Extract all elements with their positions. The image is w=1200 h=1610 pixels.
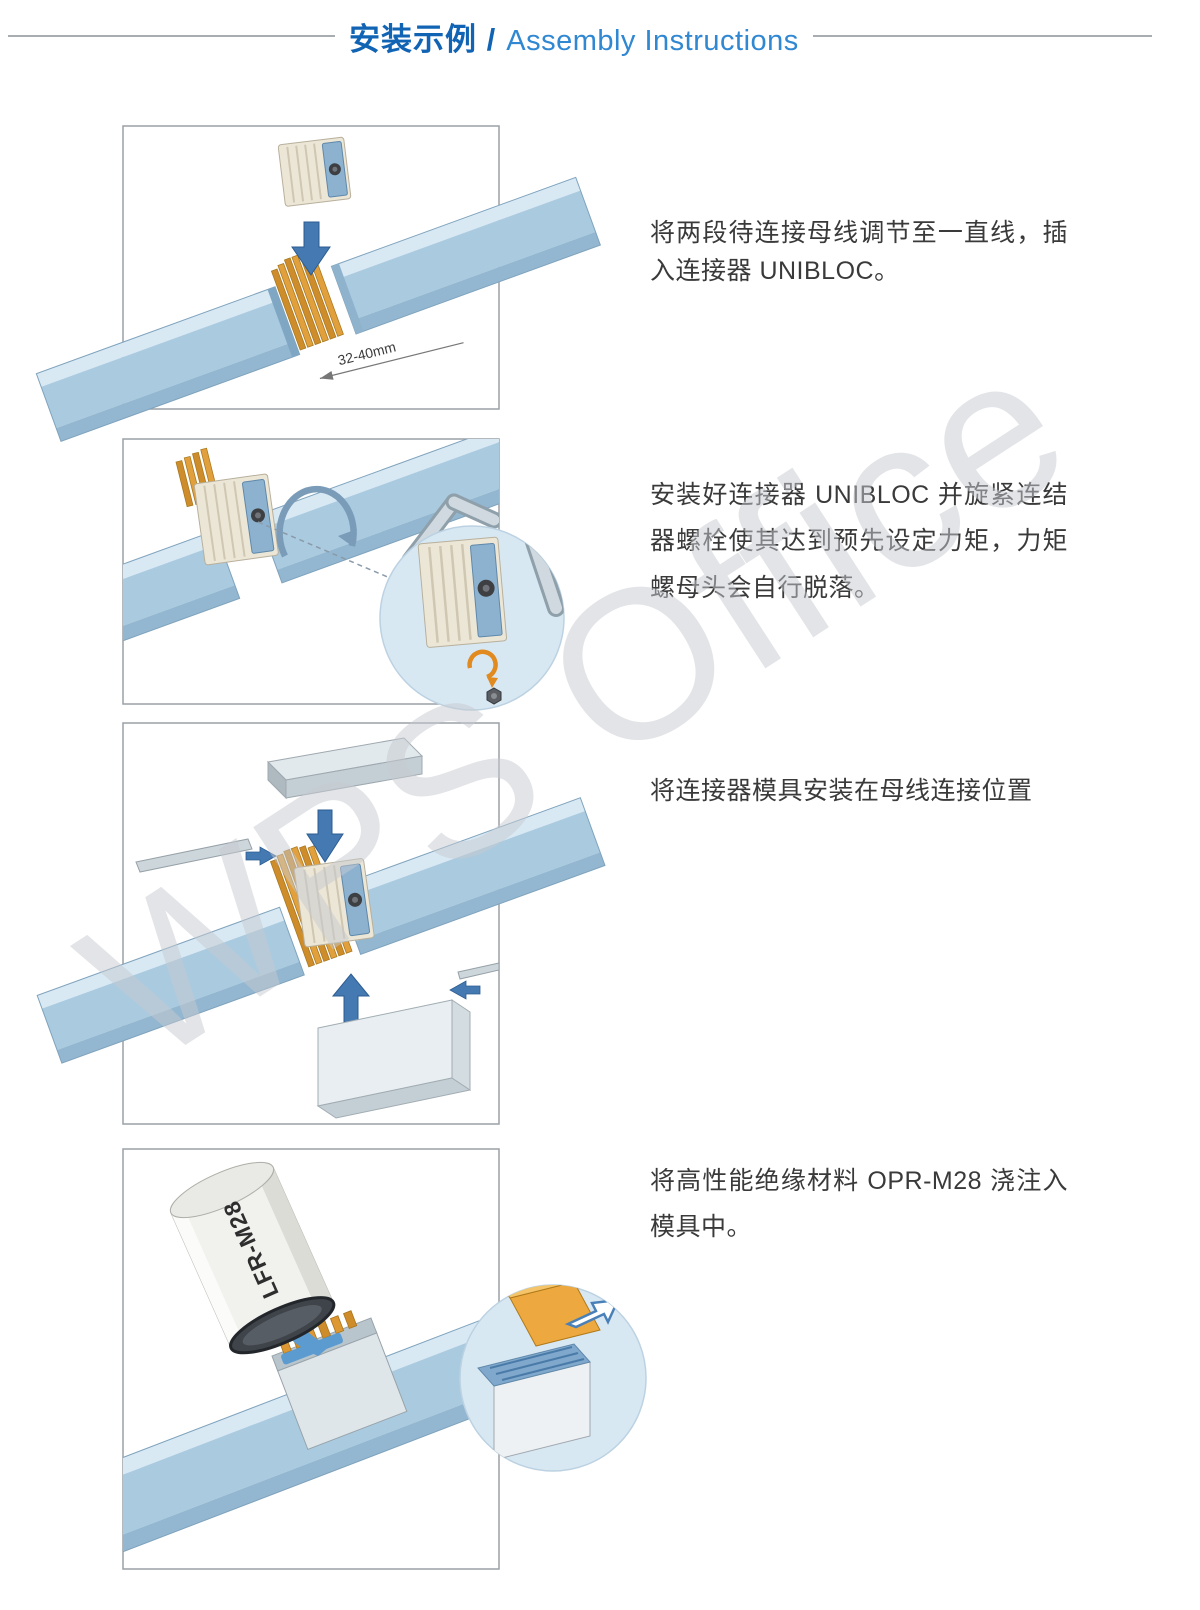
unibloc-connector (277, 136, 352, 207)
mould-channel-top (266, 737, 424, 800)
mould-angle-bottom (316, 999, 472, 1119)
step-2-figure (122, 438, 584, 728)
busbar-duct (35, 176, 602, 442)
step-3-illustration (36, 722, 606, 1125)
down-arrow-icon (291, 221, 331, 276)
step-1-caption: 将两段待连接母线调节至一直线，插入连接器 UNIBLOC。 (650, 219, 1068, 285)
step-2-illustration (122, 438, 565, 711)
page-title: 安装示例 / Assembly Instructions (349, 14, 799, 59)
step-4-figure: LFR-M28 (122, 1148, 662, 1570)
page-title-zh: 安装示例 / (349, 21, 497, 57)
left-arrow-icon (449, 980, 481, 1000)
step-1-figure: 32-40mm (35, 125, 602, 442)
nut-drop-arrow-icon (467, 649, 498, 688)
page-title-en: Assembly Instructions (506, 24, 799, 57)
step-3-caption: 将连接器模具安装在母线连接位置 (650, 777, 1033, 805)
mould-strip-left (135, 838, 253, 873)
rotation-arrow-icon (276, 485, 357, 558)
connector-closeup (417, 536, 508, 648)
busbar-fins (270, 254, 344, 351)
mould-strip-right (457, 962, 500, 980)
up-arrow-icon (331, 973, 371, 1023)
right-arrow-icon (245, 846, 277, 866)
step-1-illustration: 32-40mm (35, 125, 602, 442)
page-header: 安装示例 / Assembly Instructions (0, 12, 1200, 60)
unibloc-connector (293, 858, 375, 948)
detail-inset (379, 525, 565, 711)
step-2-caption: 安装好连接器 UNIBLOC 并旋紧连结器螺栓使其达到预先设定力矩，力矩螺母头会… (650, 481, 1068, 602)
remove-arrow-icon (564, 1298, 621, 1329)
down-arrow-icon (306, 809, 344, 863)
step-4-caption: 将高性能绝缘材料 OPR-M28 浇注入模具中。 (650, 1167, 1068, 1242)
resin-can: LFR-M28 (169, 1161, 336, 1355)
unibloc-connector (193, 473, 279, 566)
cover-removal-inset (459, 1284, 647, 1472)
step-4-illustration: LFR-M28 (122, 1148, 647, 1570)
leader-line (257, 521, 391, 579)
step-3-figure (36, 722, 606, 1125)
header-rule-left (8, 35, 335, 37)
torque-nut (486, 687, 502, 705)
header-rule-right (812, 35, 1152, 37)
